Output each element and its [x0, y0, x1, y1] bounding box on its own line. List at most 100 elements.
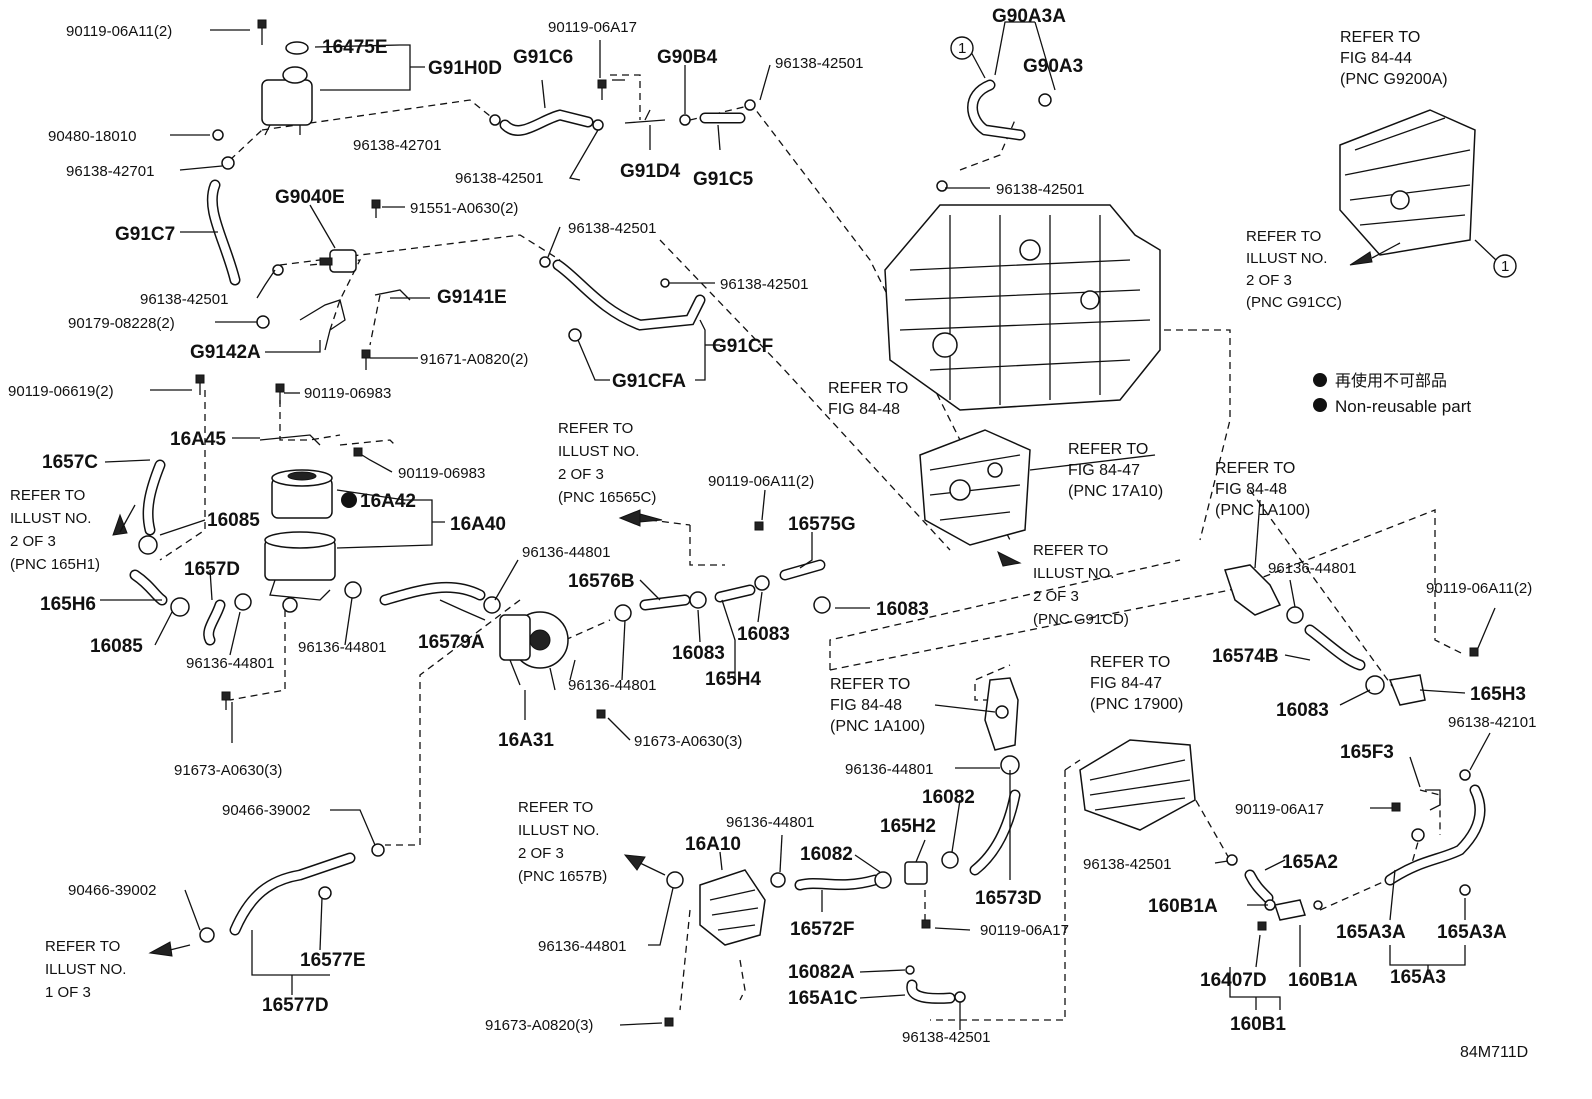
label-16083-d: 16083	[1276, 700, 1329, 721]
legend-dot-jp	[1313, 373, 1327, 387]
label-96136-44801-g: 96136-44801	[845, 761, 933, 778]
pump-16a10	[699, 869, 766, 946]
label-96136-44801-c: 96136-44801	[522, 544, 610, 561]
ref-fig84-44: REFER TO FIG 84-44 (PNC G9200A)	[1340, 29, 1448, 88]
label-160b1a-a: 160B1A	[1148, 896, 1218, 917]
ref-fig84-48-1a100-right: REFER TO FIG 84-48 (PNC 1A100)	[1215, 460, 1310, 519]
valve-160b1	[1274, 899, 1306, 921]
ref-fig84-47-17a10: REFER TO FIG 84-47 (PNC 17A10)	[1068, 441, 1163, 500]
ref-illust-1657b: REFER TO ILLUST NO. 2 OF 3 (PNC 1657B)	[518, 799, 607, 885]
label-16577d: 16577D	[262, 995, 329, 1016]
label-165h3: 165H3	[1470, 684, 1526, 705]
clamps	[138, 41, 1471, 1003]
svg-text:1: 1	[1501, 258, 1509, 275]
non-reusable-markers	[341, 373, 1327, 508]
label-16083-b: 16083	[672, 643, 725, 664]
label-165a3a-a: 165A3A	[1336, 922, 1406, 943]
label-91673-a0630-b: 91673-A0630(3)	[634, 733, 742, 750]
ref-fig84-48-1a100-mid: REFER TO FIG 84-48 (PNC 1A100)	[830, 676, 925, 735]
label-16082-b: 16082	[922, 787, 975, 808]
label-90119-06a11-mid: 90119-06A11(2)	[708, 473, 814, 490]
label-90179-08228: 90179-08228(2)	[68, 315, 175, 332]
non-reusable-dot	[341, 492, 357, 508]
arrow-to-16565c	[618, 509, 641, 527]
engine-assembly	[884, 204, 1161, 411]
label-165h6: 165H6	[40, 594, 96, 615]
hose-16577d	[229, 852, 356, 936]
label-16576b: 16576B	[568, 571, 635, 592]
label-90119-06a17-c: 90119-06A17	[1235, 801, 1324, 818]
ref-fig84-47-17900: REFER TO FIG 84-47 (PNC 17900)	[1090, 654, 1183, 713]
label-165a3a-b: 165A3A	[1437, 922, 1507, 943]
label-90480-18010: 90480-18010	[48, 128, 136, 145]
outlet-housing	[1224, 564, 1282, 616]
label-90119-06a17-top: 90119-06A17	[548, 19, 637, 36]
ref-fig84-48-a: REFER TO FIG 84-48	[828, 380, 913, 418]
label-16082a: 16082A	[788, 962, 855, 983]
ref-illust-165h1: REFER TO ILLUST NO. 2 OF 3 (PNC 165H1)	[10, 487, 100, 573]
label-90119-06a17-b: 90119-06A17	[980, 922, 1069, 939]
legend: 再使用不可部品 Non-reusable part	[1335, 372, 1471, 416]
cooler-17900	[1079, 739, 1196, 831]
label-g90a3a: G90A3A	[992, 6, 1066, 27]
part-labels: 90119-06A11(2) 16475E G91H0D 90480-18010…	[8, 6, 1536, 1046]
label-96138-42701-a: 96138-42701	[66, 163, 154, 180]
label-90119-06a11-right: 90119-06A11(2)	[1426, 580, 1532, 597]
label-g91cfa: G91CFA	[612, 371, 686, 392]
label-90119-06983-b: 90119-06983	[398, 465, 485, 482]
hose-165a3	[1384, 784, 1486, 886]
label-165a1c: 165A1C	[788, 988, 858, 1009]
label-91673-a0820: 91673-A0820(3)	[485, 1017, 593, 1034]
bracket-165f3	[1425, 789, 1441, 811]
label-g91h0d: G91H0D	[428, 58, 502, 79]
label-96136-44801-a: 96136-44801	[186, 655, 274, 672]
water-pump-16a31	[499, 611, 569, 691]
bracket-g9141e	[299, 299, 346, 351]
label-160b1a-b: 160B1A	[1288, 970, 1358, 991]
ref-illust-g91cd: REFER TO ILLUST NO. 2 OF 3 (PNC G91CD)	[1033, 542, 1129, 628]
label-90119-06619: 90119-06619(2)	[8, 383, 114, 400]
label-96138-42501-g: 96138-42501	[902, 1029, 990, 1046]
label-g90a3: G90A3	[1023, 56, 1083, 77]
housing-1a100	[984, 677, 1019, 751]
label-16407d: 16407D	[1200, 970, 1267, 991]
label-96138-42501-d: 96138-42501	[996, 181, 1084, 198]
union-165h3	[1388, 674, 1426, 706]
label-16579a: 16579A	[418, 632, 485, 653]
arrow-to-165h1	[112, 513, 128, 536]
label-g91c5: G91C5	[693, 169, 754, 190]
label-96138-42501-a: 96138-42501	[140, 291, 228, 308]
label-g91d4: G91D4	[620, 161, 681, 182]
label-16a10: 16A10	[685, 834, 741, 855]
callout-marker-left	[950, 36, 974, 60]
label-16575g: 16575G	[788, 514, 856, 535]
label-g91cf: G91CF	[712, 336, 773, 357]
ref-illust-g91cc: REFER TO ILLUST NO. 2 OF 3 (PNC G91CC)	[1246, 228, 1342, 311]
label-16a40: 16A40	[450, 514, 506, 535]
label-g9040e: G9040E	[275, 187, 345, 208]
label-1657d: 1657D	[184, 559, 240, 580]
label-16577e: 16577E	[300, 950, 366, 971]
label-96138-42701-b: 96138-42701	[353, 137, 441, 154]
label-16a42: 16A42	[360, 491, 416, 512]
arrow-to-1of3	[148, 941, 173, 957]
hoses	[129, 79, 1486, 1004]
label-16082-a: 16082	[800, 844, 853, 865]
bracket-g9142a	[374, 289, 411, 301]
ref-illust-16565c: REFER TO ILLUST NO. 2 OF 3 (PNC 16565C)	[558, 420, 656, 506]
label-16574b: 16574B	[1212, 646, 1279, 667]
ref-illust-1of3: REFER TO ILLUST NO. 1 OF 3	[45, 938, 131, 1001]
label-96136-44801-e: 96136-44801	[726, 814, 814, 831]
leader-lines	[100, 21, 1496, 1030]
legend-dot-en	[1313, 398, 1327, 412]
label-16a45: 16A45	[170, 429, 226, 450]
reference-arrows	[112, 242, 1401, 957]
label-90466-39002-b: 90466-39002	[68, 882, 156, 899]
legend-jp: 再使用不可部品	[1335, 372, 1447, 390]
svg-text:1: 1	[958, 40, 966, 57]
label-g9142a: G9142A	[190, 342, 261, 363]
diagram-id: 84M711D	[1460, 1044, 1528, 1061]
reference-notes: REFER TO FIG 84-44 (PNC G9200A) REFER TO…	[10, 29, 1448, 1001]
arrow-to-g91cc	[1349, 251, 1373, 266]
